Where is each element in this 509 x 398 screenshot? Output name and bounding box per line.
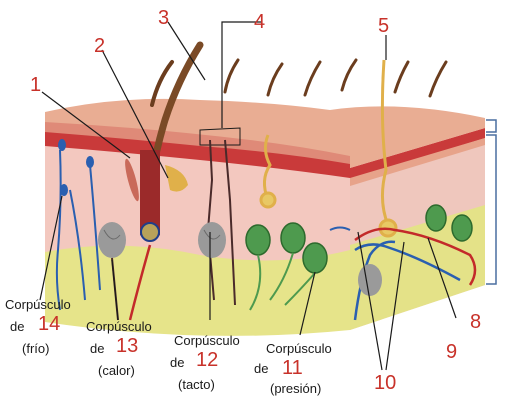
label-2: 2	[94, 36, 105, 56]
corpuscle-number: 12	[196, 350, 218, 370]
corpuscle-sense: (presión)	[270, 382, 321, 395]
corpuscle-de: de	[90, 342, 104, 355]
label-1: 1	[30, 75, 41, 95]
corpuscle-sense: (tacto)	[178, 378, 215, 391]
corpuscle-word: Corpúsculo	[174, 334, 240, 347]
corpuscle-de: de	[170, 356, 184, 369]
label-3: 3	[158, 8, 169, 28]
label-4: 4	[254, 12, 265, 32]
corpuscle-de: de	[254, 362, 268, 375]
corpuscle-number: 13	[116, 336, 138, 356]
corpuscle-word: Corpúsculo	[266, 342, 332, 355]
corpuscle-de: de	[10, 320, 24, 333]
label-5: 5	[378, 16, 389, 36]
corpuscle-word: Corpúsculo	[86, 320, 152, 333]
label-9: 9	[446, 342, 457, 362]
layer-bracket	[486, 120, 496, 284]
corpuscle-sense: (frío)	[22, 342, 49, 355]
corpuscle-word: Corpúsculo	[5, 298, 71, 311]
corpuscle-number: 11	[282, 358, 303, 378]
corpuscle-number: 14	[38, 314, 60, 334]
label-10: 10	[374, 373, 396, 393]
label-8: 8	[470, 312, 481, 332]
corpuscle-sense: (calor)	[98, 364, 135, 377]
